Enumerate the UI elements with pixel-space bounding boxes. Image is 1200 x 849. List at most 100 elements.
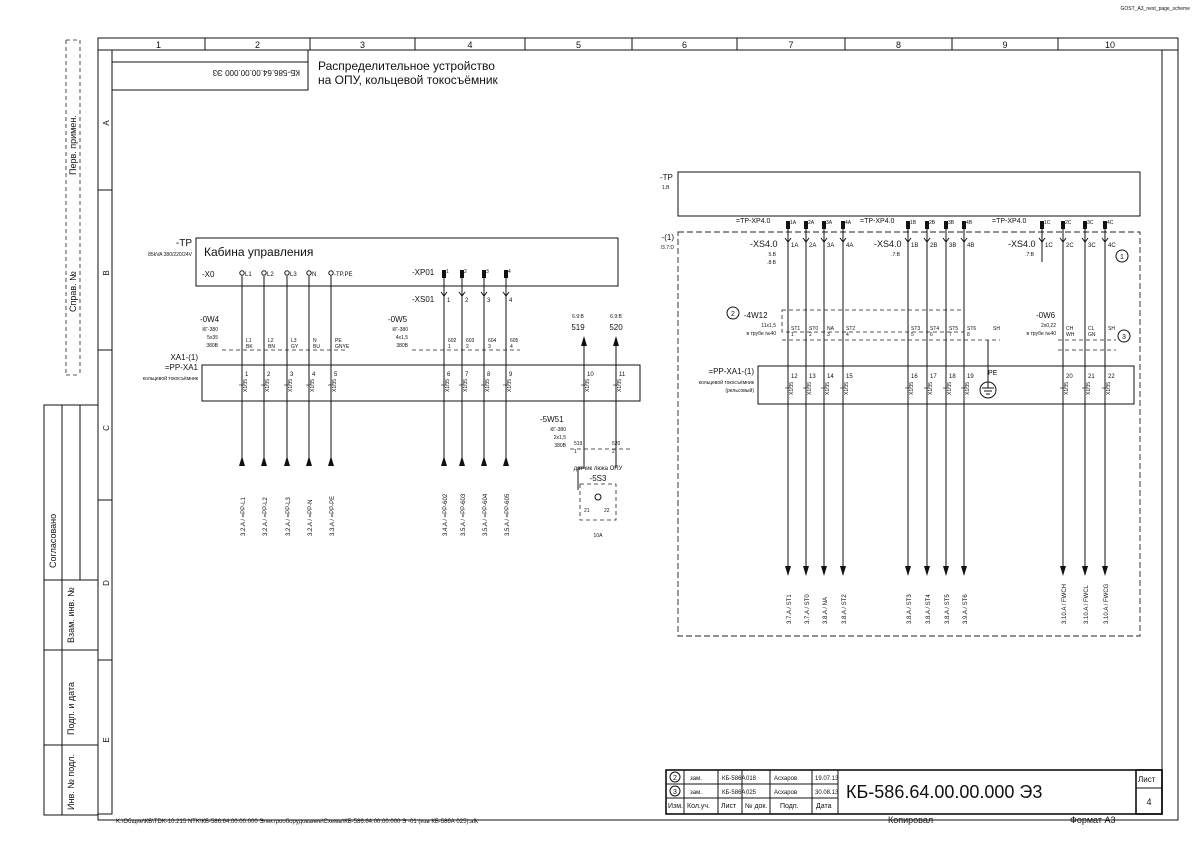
right-signal-label-10: 3.10.A / FWCG bbox=[1104, 583, 1110, 624]
left-signal-label-4: 3.3.A / =PP-PE bbox=[330, 496, 336, 536]
xp4-term-0-3: 4A bbox=[845, 220, 852, 226]
cabin-box bbox=[195, 237, 619, 287]
xs4-label-b: -XS4.0 bbox=[874, 239, 902, 249]
right-signal-arrow-3 bbox=[840, 566, 846, 576]
column-label-7: 7 bbox=[788, 40, 793, 50]
xs4-term-1-1: 2B bbox=[930, 243, 937, 249]
w5-label: -0W5 bbox=[388, 315, 408, 324]
xp01-term-2: 3 bbox=[486, 269, 489, 275]
sensor-pin-21: 21 bbox=[584, 508, 590, 514]
xs4-term-0-0: 1A bbox=[791, 243, 798, 249]
x0-terminal-0 bbox=[239, 270, 245, 276]
w4-core-color-4: GNYE bbox=[335, 344, 350, 350]
left-signal-arrow-6 bbox=[459, 456, 465, 466]
left-signal-label-8: 3.5.A / =PP-605 bbox=[505, 493, 511, 536]
xp4-term-0-1: 2A bbox=[808, 220, 815, 226]
left-signal-arrow-7 bbox=[481, 456, 487, 466]
rev-1-doc: 025 bbox=[746, 790, 757, 796]
rev-0-doc: 018 bbox=[746, 776, 757, 782]
sensor-current: 10A bbox=[594, 533, 604, 539]
column-label-8: 8 bbox=[896, 40, 901, 50]
left-signal-label-7: 3.5.A / =PP-604 bbox=[483, 493, 489, 536]
xp4-term-2-2: 3C bbox=[1087, 220, 1094, 226]
row-label-C: C bbox=[102, 425, 111, 431]
w4-spec-2: 380В bbox=[206, 343, 218, 349]
xs4-term-2-0: 1C bbox=[1045, 243, 1053, 249]
w51-spec-2: 380В bbox=[554, 443, 566, 449]
xp4-term-2-3: 4C bbox=[1107, 220, 1114, 226]
left-signal-label-2: 3.2.A / =PP-L3 bbox=[286, 496, 292, 536]
rev-mark-2-text: 2 bbox=[673, 775, 677, 782]
xa1-left-term-0: 1 bbox=[245, 372, 249, 378]
label-vzam-inv: Взам. инв. № bbox=[66, 587, 76, 643]
ring-box-ref: /3.7:D bbox=[661, 245, 675, 251]
column-label-4: 4 bbox=[467, 40, 472, 50]
w6-core-color-1: GN bbox=[1088, 332, 1096, 338]
xs01-term-2: 3 bbox=[487, 298, 491, 304]
xs4-term-1-2: 3B bbox=[949, 243, 956, 249]
xp4-term-1-2: 3B bbox=[948, 220, 955, 226]
left-signal-label-1: 3.2.A / =PP-L2 bbox=[263, 496, 269, 536]
xp4-term-1-1: 2B bbox=[929, 220, 936, 226]
xa1-right-term-8: 20 bbox=[1066, 374, 1073, 380]
xp4-pin-0-3 bbox=[841, 221, 845, 229]
w6-core-1: CL bbox=[1088, 326, 1095, 332]
xp4-pin-0-0 bbox=[786, 221, 790, 229]
w4-spec-1: 5x35 bbox=[207, 335, 218, 341]
hdr-data: Дата bbox=[816, 803, 832, 810]
xa1-left-term-7: 8 bbox=[487, 372, 491, 378]
circle-mark-1-text: 1 bbox=[1120, 254, 1124, 261]
x0-terminal-1 bbox=[261, 270, 267, 276]
w5-spec-0: КГ-380 bbox=[392, 327, 408, 333]
row-label-D: D bbox=[102, 580, 111, 586]
w4-core-1: L2 bbox=[268, 338, 274, 344]
ring-collector-box bbox=[677, 231, 1141, 637]
xs01-term-1: 2 bbox=[465, 298, 469, 304]
xs4-term-1-0: 1B bbox=[911, 243, 918, 249]
xa1-left-term-4: 5 bbox=[334, 372, 338, 378]
column-label-10: 10 bbox=[1105, 40, 1115, 50]
rev-mark-2 bbox=[669, 771, 681, 783]
right-signal-arrow-6 bbox=[943, 566, 949, 576]
xp4-pin-2-0 bbox=[1040, 221, 1044, 229]
left-signal-arrow-0 bbox=[239, 456, 245, 466]
xa1-right-rot-7: X1/35 bbox=[965, 382, 971, 395]
w12-core-5: ST4 bbox=[930, 326, 939, 332]
top-stamp bbox=[111, 49, 309, 91]
left-tp-label: -TP bbox=[176, 238, 192, 249]
xa1-left-rot-10: X1/35 bbox=[617, 379, 623, 392]
w6-label: -0W6 bbox=[1036, 311, 1056, 320]
xa1-left-rot-0: X1/35 bbox=[243, 379, 249, 392]
w5-core-no-2: 3 bbox=[488, 344, 491, 350]
w12-core-7: ST6 bbox=[967, 326, 976, 332]
xa1-left-rot-1: X1/35 bbox=[265, 379, 271, 392]
w4-core-0: L1 bbox=[246, 338, 252, 344]
right-tp-label: -TP bbox=[660, 173, 673, 182]
circle-mark-2 bbox=[726, 306, 740, 320]
w12-core-2: NA bbox=[827, 326, 835, 332]
column-label-6: 6 bbox=[682, 40, 687, 50]
w6-spec-0: 2x0,22 bbox=[1041, 323, 1056, 329]
w4-core-color-1: BN bbox=[268, 344, 275, 350]
xs4-ref-c0: .7:B bbox=[1025, 252, 1035, 258]
rev-1-sign: Асхаров bbox=[774, 790, 797, 796]
xp4-term-2-1: 2C bbox=[1065, 220, 1072, 226]
column-label-1: 1 bbox=[156, 40, 161, 50]
w4-core-2: L3 bbox=[291, 338, 297, 344]
xa1-right-term-7: 19 bbox=[967, 374, 974, 380]
w12-core-1: ST0 bbox=[809, 326, 818, 332]
cabin-title: Кабина управления bbox=[204, 245, 313, 259]
x0-term-label-3: N bbox=[312, 272, 316, 278]
drawing-frame bbox=[43, 37, 1179, 821]
rev-0-date: 19.07.13 bbox=[815, 776, 839, 782]
xp4-term-0-2: 3A bbox=[826, 220, 833, 226]
left-signal-arrow-4 bbox=[328, 456, 334, 466]
left-signal-label-3: 3.2.A / =PP-N bbox=[308, 499, 314, 536]
hdr-doc: № док. bbox=[745, 803, 767, 810]
left-section: -TP 85kVA 380/220/24V Кабина управления … bbox=[143, 237, 641, 539]
right-signal-arrow-8 bbox=[1060, 566, 1066, 576]
ring-box-label: -(1) bbox=[662, 233, 675, 242]
right-signal-label-9: 3.10.A / FWCL bbox=[1084, 584, 1090, 624]
